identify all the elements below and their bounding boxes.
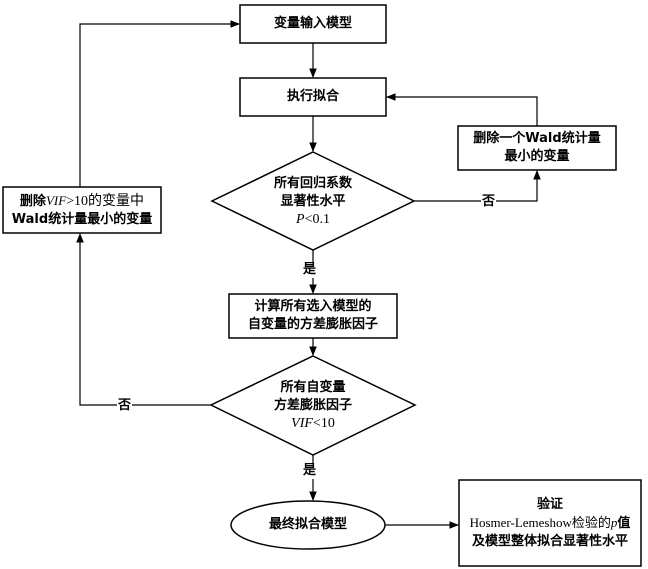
- edge-remove-vif-to-input: [79, 20, 240, 187]
- validate-label: 验证 Hosmer-Lemeshow检验的p值 及模型整体拟合显著性水平: [469, 496, 631, 549]
- remove-vif-label: 删除VIF>10的变量中 Wald统计量最小的变量: [11, 192, 153, 227]
- calc-vif-label: 计算所有选入模型的 自变量的方差膨胀因子: [247, 299, 378, 332]
- vif-check-condition: VIF<10: [291, 416, 335, 431]
- input-model-label: 变量输入模型: [273, 16, 352, 31]
- final-model-label: 最终拟合模型: [268, 517, 347, 532]
- fit-box: [239, 77, 387, 117]
- calc-vif-box: [228, 293, 398, 339]
- edge-label-vif-yes: 是: [302, 463, 318, 479]
- sig-check-condition: P<0.1: [296, 212, 330, 227]
- input-model-box: [239, 4, 387, 44]
- validate-box: [458, 479, 642, 567]
- sig-check-label: 所有回归系数 显著性水平 P<0.1: [273, 176, 352, 227]
- fit-label: 执行拟合: [286, 89, 339, 104]
- edge-label-vif-no: 否: [117, 398, 133, 414]
- edge-remove-to-fit: [386, 93, 538, 126]
- edge-label-sig-yes: 是: [302, 262, 318, 278]
- remove-min-wald-label: 删除一个Wald统计量 最小的变量: [473, 131, 601, 164]
- edge-label-sig-no: 否: [481, 194, 497, 210]
- edge-sig-no: [414, 170, 541, 202]
- vif-check-label: 所有自变量 方差膨胀因子 VIF<10: [273, 380, 352, 431]
- edge-vif-no: [76, 233, 211, 406]
- remove-vif-box: [2, 186, 162, 234]
